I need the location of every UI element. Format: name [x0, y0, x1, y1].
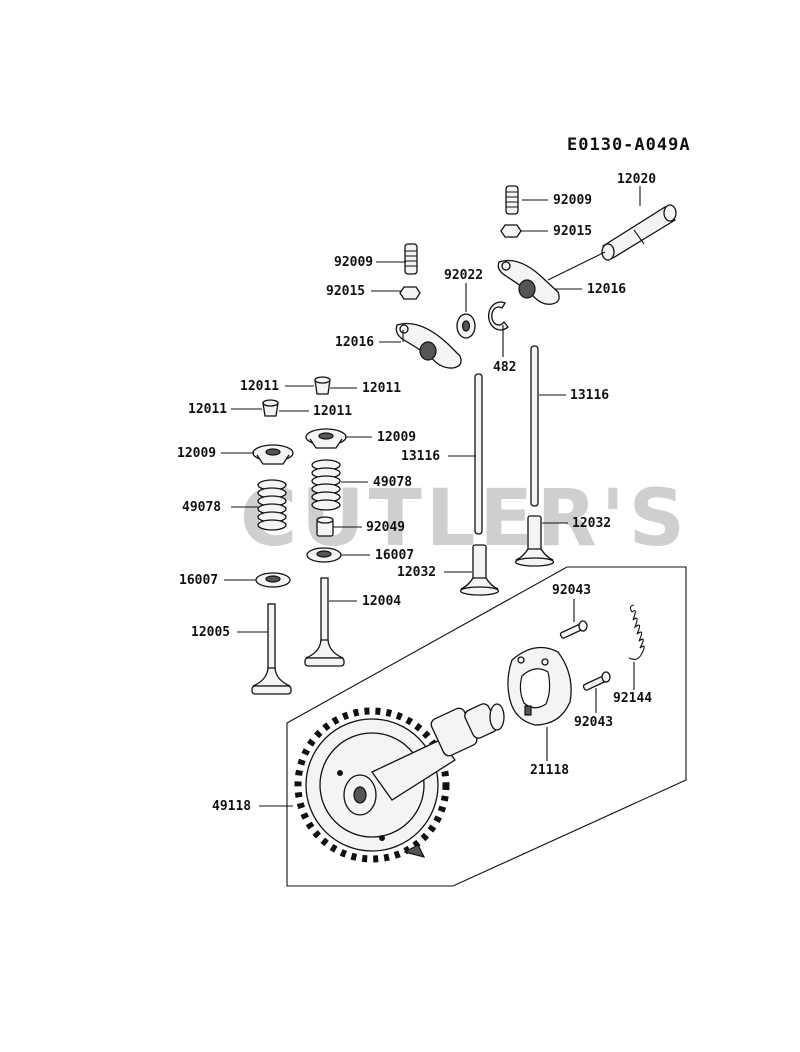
label-12009-right: 12009	[377, 430, 416, 445]
label-13116-left: 13116	[401, 449, 440, 464]
label-92022: 92022	[444, 268, 483, 283]
circlip-482	[487, 301, 509, 331]
leader-lines	[221, 186, 641, 807]
label-12011-a-left: 12011	[240, 379, 279, 394]
label-12020: 12020	[617, 172, 656, 187]
label-92043-top: 92043	[552, 583, 591, 598]
label-92009-left: 92009	[334, 255, 373, 270]
spring-seat-left	[255, 572, 291, 588]
governor-plate-21118	[507, 646, 572, 726]
label-12032-right: 12032	[572, 516, 611, 531]
tappet-left	[459, 544, 500, 596]
watermark: CUTLER'S	[240, 474, 689, 564]
washer-92022	[456, 313, 476, 339]
valve-spring-left	[257, 479, 287, 531]
valve-spring-right	[311, 459, 341, 511]
label-12016-left: 12016	[335, 335, 374, 350]
label-92009-right: 92009	[553, 193, 592, 208]
nut-right	[500, 224, 522, 238]
label-49078-left: 49078	[182, 500, 221, 515]
label-92043-bottom: 92043	[574, 715, 613, 730]
label-92015-right: 92015	[553, 224, 592, 239]
label-12011-b-left: 12011	[188, 402, 227, 417]
camshaft-gear	[294, 703, 505, 863]
retainer-right	[305, 428, 347, 449]
rocker-arm-left	[395, 322, 462, 369]
stem-seal-92049	[316, 516, 334, 537]
rocker-shaft	[601, 204, 677, 261]
label-16007-left: 16007	[179, 573, 218, 588]
camshaft-assembly-box	[286, 566, 687, 887]
label-12005: 12005	[191, 625, 230, 640]
adjuster-screw-right	[505, 185, 519, 215]
label-12004: 12004	[362, 594, 401, 609]
label-12016-right: 12016	[587, 282, 626, 297]
spring-seat-right	[306, 547, 342, 563]
label-92049: 92049	[366, 520, 405, 535]
collet-lower	[262, 399, 279, 417]
push-rod-right	[530, 345, 539, 507]
bolt-92043-upper	[559, 620, 588, 639]
label-12011-a-right: 12011	[362, 381, 401, 396]
diagram-code: E0130-A049A	[567, 135, 691, 155]
label-92144: 92144	[613, 691, 652, 706]
label-21118: 21118	[530, 763, 569, 778]
bolt-92043-lower	[582, 671, 611, 691]
push-rod-left	[474, 373, 483, 535]
valve-12004	[304, 577, 345, 667]
label-482: 482	[493, 360, 516, 375]
label-13116-right: 13116	[570, 388, 609, 403]
nut-left	[399, 286, 421, 300]
label-49078-right: 49078	[373, 475, 412, 490]
retainer-left	[252, 444, 294, 465]
spring-92144	[628, 604, 645, 661]
valve-12005	[251, 603, 292, 695]
collet-upper	[314, 376, 331, 395]
label-12009-left: 12009	[177, 446, 216, 461]
label-92015-left: 92015	[326, 284, 365, 299]
label-12032-left: 12032	[397, 565, 436, 580]
label-49118: 49118	[212, 799, 251, 814]
tappet-right	[514, 515, 555, 567]
adjuster-screw-left	[404, 243, 418, 275]
label-16007-right: 16007	[375, 548, 414, 563]
label-12011-b-right: 12011	[313, 404, 352, 419]
rocker-arm-right	[497, 259, 560, 305]
